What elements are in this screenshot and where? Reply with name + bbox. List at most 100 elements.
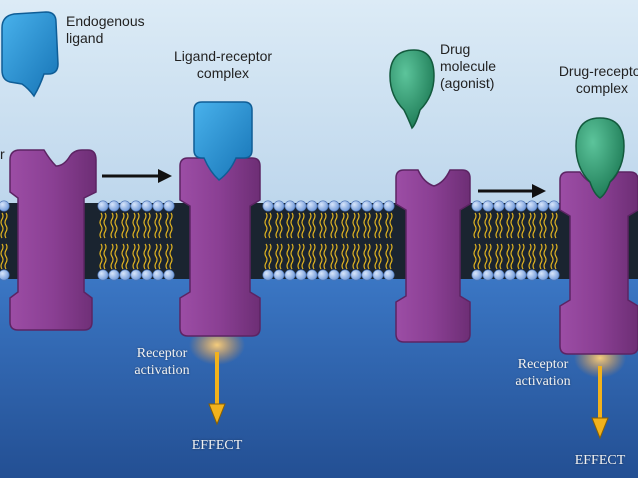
down-arrow-icon — [208, 352, 226, 426]
receptor-activation-label: Receptor activation — [515, 357, 571, 389]
lipid-tail — [312, 212, 316, 239]
lipid-tail — [264, 212, 268, 239]
lipid-tail — [4, 243, 8, 270]
right-arrow-icon — [478, 184, 546, 198]
lipid-head — [361, 269, 373, 281]
lipid-tail — [334, 243, 338, 270]
lipid-tail — [132, 212, 136, 239]
lipid-tail — [143, 243, 147, 270]
lipid-tail — [286, 212, 290, 239]
lipid-tail — [268, 243, 272, 270]
lipid-tail — [125, 243, 129, 270]
lipid-tail — [132, 243, 136, 270]
lipid-head — [152, 200, 164, 212]
lipid-tail — [147, 212, 151, 239]
lipid-tail — [286, 243, 290, 270]
lipid-tail — [521, 212, 525, 239]
receptor — [559, 171, 638, 355]
square-ligand-icon — [1, 11, 59, 98]
lipid-tail — [169, 212, 173, 239]
drug-receptor-complex-label: Drug-receptor complex — [558, 63, 638, 96]
lipid-tail — [99, 243, 103, 270]
lipid-tail — [275, 243, 279, 270]
lipid-tail — [532, 243, 536, 270]
lipid-bilayer — [0, 200, 638, 281]
lipid-tail — [488, 243, 492, 270]
endogenous-ligand-label: Endogenous ligand — [66, 13, 145, 46]
lipid-head — [526, 269, 538, 281]
lipid-tail — [477, 212, 481, 239]
lipid-tail — [488, 212, 492, 239]
lipid-tail — [389, 212, 393, 239]
lipid-tail — [154, 243, 158, 270]
lipid-tail — [147, 243, 151, 270]
lipid-tail — [125, 212, 129, 239]
receptor — [395, 169, 471, 343]
lipid-tail — [389, 243, 393, 270]
lipid-tail — [121, 212, 125, 239]
lipid-head — [130, 269, 142, 281]
lipid-tail — [110, 212, 114, 239]
lipid-head — [97, 269, 109, 281]
lipid-head — [141, 269, 153, 281]
drug-molecule-label: Drug molecule (agonist) — [440, 41, 497, 91]
lipid-head — [284, 200, 296, 212]
lipid-head — [152, 269, 164, 281]
lipid-head — [119, 200, 131, 212]
lipid-tail — [114, 243, 118, 270]
lipid-tail — [495, 243, 499, 270]
lipid-tail — [330, 243, 334, 270]
lipid-tail — [103, 212, 107, 239]
lipid-tail — [521, 243, 525, 270]
lipid-tail — [0, 243, 4, 270]
lipid-tail — [484, 212, 488, 239]
lipid-tail — [477, 243, 481, 270]
lipid-tail — [275, 212, 279, 239]
lipid-tail — [532, 212, 536, 239]
lipid-tail — [110, 243, 114, 270]
lipid-tail — [297, 212, 301, 239]
lipid-tail — [550, 212, 554, 239]
lipid-tail — [341, 243, 345, 270]
lipid-tail — [136, 243, 140, 270]
lipid-tail — [352, 212, 356, 239]
lipid-head — [339, 269, 351, 281]
lipid-tail — [154, 212, 158, 239]
lipid-head — [317, 269, 329, 281]
lipid-tail — [374, 243, 378, 270]
lipid-tail — [319, 212, 323, 239]
lipid-head — [548, 269, 560, 281]
lipid-tail — [279, 212, 283, 239]
lipid-tail — [290, 243, 294, 270]
lipid-tail — [136, 212, 140, 239]
lipid-tail — [0, 212, 4, 239]
lipid-tail — [312, 243, 316, 270]
round-drug-icon — [389, 49, 435, 130]
lipid-tail — [121, 243, 125, 270]
lipid-tail — [345, 243, 349, 270]
lipid-tail — [539, 243, 543, 270]
lipid-tail — [506, 212, 510, 239]
lipid-head — [372, 269, 384, 281]
lipid-tail — [374, 212, 378, 239]
lipid-tail — [367, 243, 371, 270]
lipid-head — [339, 200, 351, 212]
lipid-head — [295, 200, 307, 212]
right-arrow-icon — [102, 169, 172, 183]
lipid-tail — [158, 212, 162, 239]
lipid-tail — [290, 212, 294, 239]
lipid-tail — [506, 243, 510, 270]
lipid-tail — [495, 212, 499, 239]
lipid-tail — [554, 243, 558, 270]
lipid-tail — [345, 212, 349, 239]
lipid-tail — [4, 212, 8, 239]
lipid-head — [97, 200, 109, 212]
lipid-tail — [543, 212, 547, 239]
lipid-tail — [367, 212, 371, 239]
receptor — [9, 149, 97, 331]
lipid-tail — [330, 212, 334, 239]
lipid-tail — [473, 212, 477, 239]
lipid-head — [350, 200, 362, 212]
lipid-tail — [528, 243, 532, 270]
ligand-receptor-complex-label: Ligand-receptor complex — [173, 48, 273, 81]
